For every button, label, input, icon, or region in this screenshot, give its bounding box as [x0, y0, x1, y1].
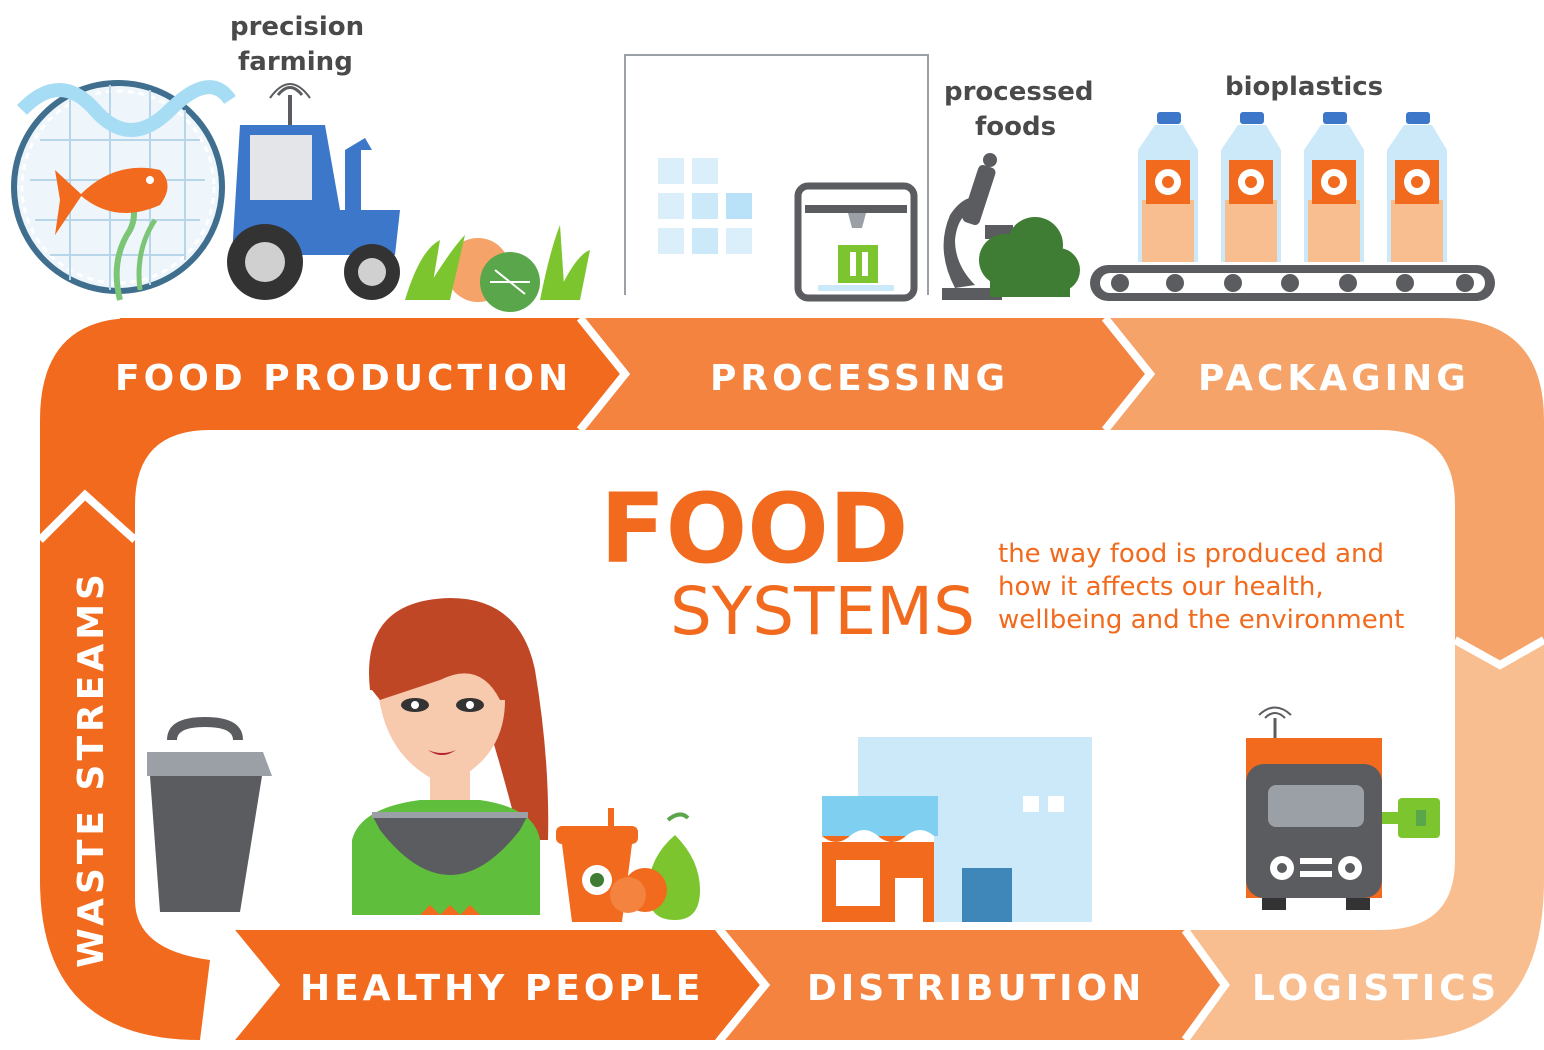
label-bioplastics: bioplastics	[1225, 72, 1383, 102]
stage-label-distribution: DISTRIBUTION	[807, 968, 1145, 1009]
processing-band	[585, 318, 1150, 430]
label-processed: processed	[944, 77, 1094, 107]
healthy-people-band	[230, 930, 760, 1040]
bottle-icon	[1304, 112, 1364, 262]
microscope-icon	[942, 153, 1013, 300]
printer-3d-icon	[794, 182, 918, 302]
label-foods: foods	[975, 112, 1056, 142]
bottle-icon	[1387, 112, 1447, 262]
vegetables-icon	[405, 225, 590, 312]
trash-bin-icon	[147, 716, 272, 912]
distribution-band	[720, 930, 1225, 1040]
broccoli-icon	[979, 217, 1080, 297]
label-precision: precision	[230, 12, 364, 42]
title-systems: SYSTEMS	[670, 573, 975, 650]
stage-label-processing: PROCESSING	[710, 358, 1009, 399]
stage-label-packaging: PACKAGING	[1198, 358, 1470, 399]
logistics-band	[1180, 640, 1544, 1040]
stage-label-waste-streams: WASTE STREAMS	[71, 570, 112, 968]
fish-net-icon	[11, 80, 236, 301]
stage-label-food-production: FOOD PRODUCTION	[115, 358, 572, 399]
woman-icon	[352, 598, 549, 915]
bottle-icon	[1138, 112, 1198, 262]
cycle-band	[37, 315, 1544, 1043]
bottle-icon	[1221, 112, 1281, 262]
food-production-band	[120, 318, 625, 430]
stage-label-healthy-people: HEALTHY PEOPLE	[300, 968, 704, 1009]
stage-label-logistics: LOGISTICS	[1252, 968, 1500, 1009]
fruit-icon	[610, 812, 700, 920]
conveyor-icon	[1090, 265, 1495, 301]
subtitle-line-1: the way food is produced and	[998, 539, 1384, 569]
subtitle-line-3: wellbeing and the environment	[998, 605, 1404, 635]
tractor-icon	[227, 83, 400, 300]
subtitle-line-2: how it affects our health,	[998, 572, 1324, 602]
waste-arrow-head	[40, 495, 135, 560]
title-food: FOOD	[600, 473, 908, 585]
shop-icon	[822, 737, 1092, 922]
packaging-band	[1110, 318, 1544, 665]
truck-icon	[1246, 706, 1440, 910]
label-farming: farming	[238, 47, 353, 77]
